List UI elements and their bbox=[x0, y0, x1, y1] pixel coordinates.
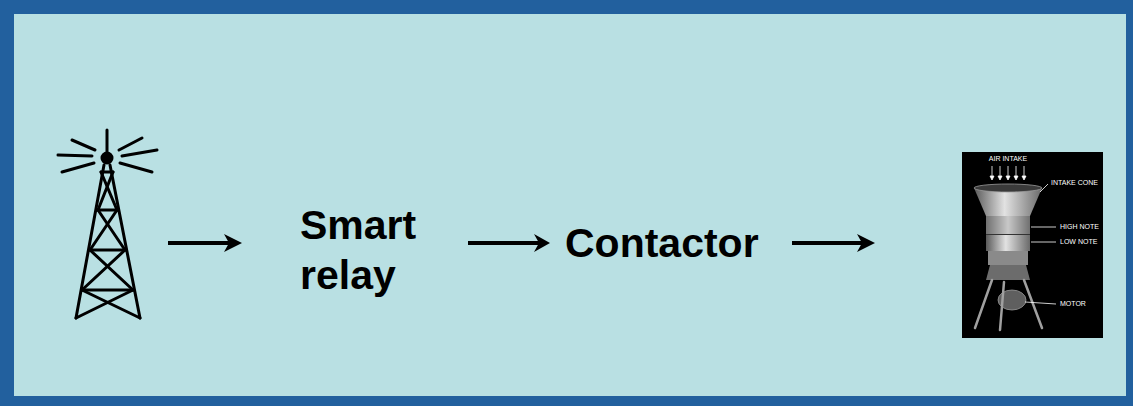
flow-step: Contactor bbox=[563, 216, 761, 270]
part-label: MOTOR bbox=[1060, 300, 1086, 308]
siren-photo bbox=[962, 152, 1103, 338]
signal-arrow bbox=[168, 234, 242, 252]
background-panel bbox=[14, 14, 1126, 396]
flow-arrow bbox=[468, 234, 550, 252]
part-label: HIGH NOTE bbox=[1060, 223, 1099, 231]
part-label: LOW NOTE bbox=[1060, 238, 1097, 246]
step-label: Contactor bbox=[565, 218, 759, 268]
output-arrow bbox=[792, 234, 875, 252]
part-label: AIR INTAKE bbox=[989, 155, 1027, 163]
arrow-shaft bbox=[468, 241, 540, 245]
step-label: Smart relay bbox=[300, 200, 446, 300]
flow-step: Smart relay bbox=[298, 198, 448, 302]
arrow-head bbox=[534, 234, 550, 252]
part-label: INTAKE CONE bbox=[1051, 179, 1098, 187]
antenna-tower bbox=[58, 130, 157, 318]
